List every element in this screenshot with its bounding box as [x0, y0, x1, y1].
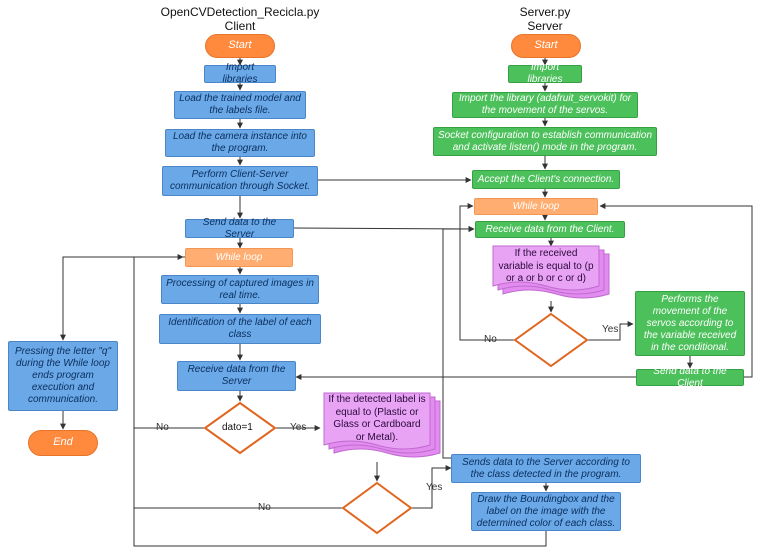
decision-dato-label: dato=1: [222, 422, 253, 433]
client-load-model: Load the trained model and the labels fi…: [174, 91, 306, 119]
client-load-camera: Load the camera instance into the progra…: [165, 129, 315, 157]
client-detected-label-doc: If the detected label is equal to (Plast…: [328, 394, 426, 443]
client-pressing-q: Pressing the letter "q" during the While…: [8, 341, 118, 411]
server-import-libraries: Import libraries: [508, 62, 582, 85]
label-server-yes: Yes: [602, 324, 619, 335]
label-server-no: No: [484, 334, 497, 345]
decision-dato-diamond: [203, 401, 277, 455]
label-class-yes: Yes: [426, 482, 443, 493]
server-title: Server.py Server: [519, 5, 571, 34]
server-accept-connection: Accept the Client's connection.: [472, 170, 620, 189]
server-receive-data: Receive data from the Client.: [475, 221, 625, 238]
doc-stack-client: [323, 392, 441, 458]
client-sends-class: Sends data to the Server according to th…: [451, 454, 641, 483]
decision-server-variable-diamond: [513, 312, 589, 368]
client-title: OpenCVDetection_Recicla.py Client: [160, 5, 320, 34]
arrow-send-client-loop: [599, 203, 753, 378]
client-send-data: Send data to the Server: [185, 217, 294, 240]
label-class-no: No: [258, 502, 271, 513]
server-start: Start: [511, 34, 581, 58]
arrow-diamond-yes: [411, 465, 452, 509]
client-end: End: [28, 430, 98, 456]
client-communicate: Perform Client-Server communication thro…: [162, 166, 318, 196]
arrow-server-diamond-no: [459, 203, 515, 341]
server-while-loop: While loop: [474, 198, 598, 215]
doc-stack-server: [492, 245, 610, 299]
server-performs-movement: Performs the movement of the servos acco…: [635, 291, 745, 356]
arrow-sends-server: [442, 226, 475, 459]
server-import-servokit: Import the library (adafruit_servokit) f…: [452, 92, 638, 118]
client-draw-boundingbox: Draw the Boundingbox and the label on th…: [471, 492, 621, 531]
client-start: Start: [205, 34, 275, 58]
server-send-data: Send data to the Client: [636, 366, 744, 389]
server-received-variable-doc: If the received variable is equal to (p …: [498, 248, 594, 285]
label-dato-no: No: [156, 422, 169, 433]
client-import-libraries: Import libraries: [204, 62, 276, 85]
client-receive-data: Receive data from the Server: [177, 361, 296, 391]
client-while-loop: While loop: [185, 248, 293, 267]
client-processing: Processing of captured images in real ti…: [161, 275, 319, 304]
arrow-draw-loop: [133, 257, 547, 547]
decision-client-class-diamond: [341, 481, 413, 535]
server-socket-config: Socket configuration to establish commun…: [433, 127, 657, 156]
arrow-server-diamond-yes: [587, 321, 634, 341]
label-dato-yes: Yes: [290, 422, 307, 433]
client-identification: Identification of the label of each clas…: [159, 314, 321, 344]
arrow-while-pressing: [60, 256, 185, 341]
